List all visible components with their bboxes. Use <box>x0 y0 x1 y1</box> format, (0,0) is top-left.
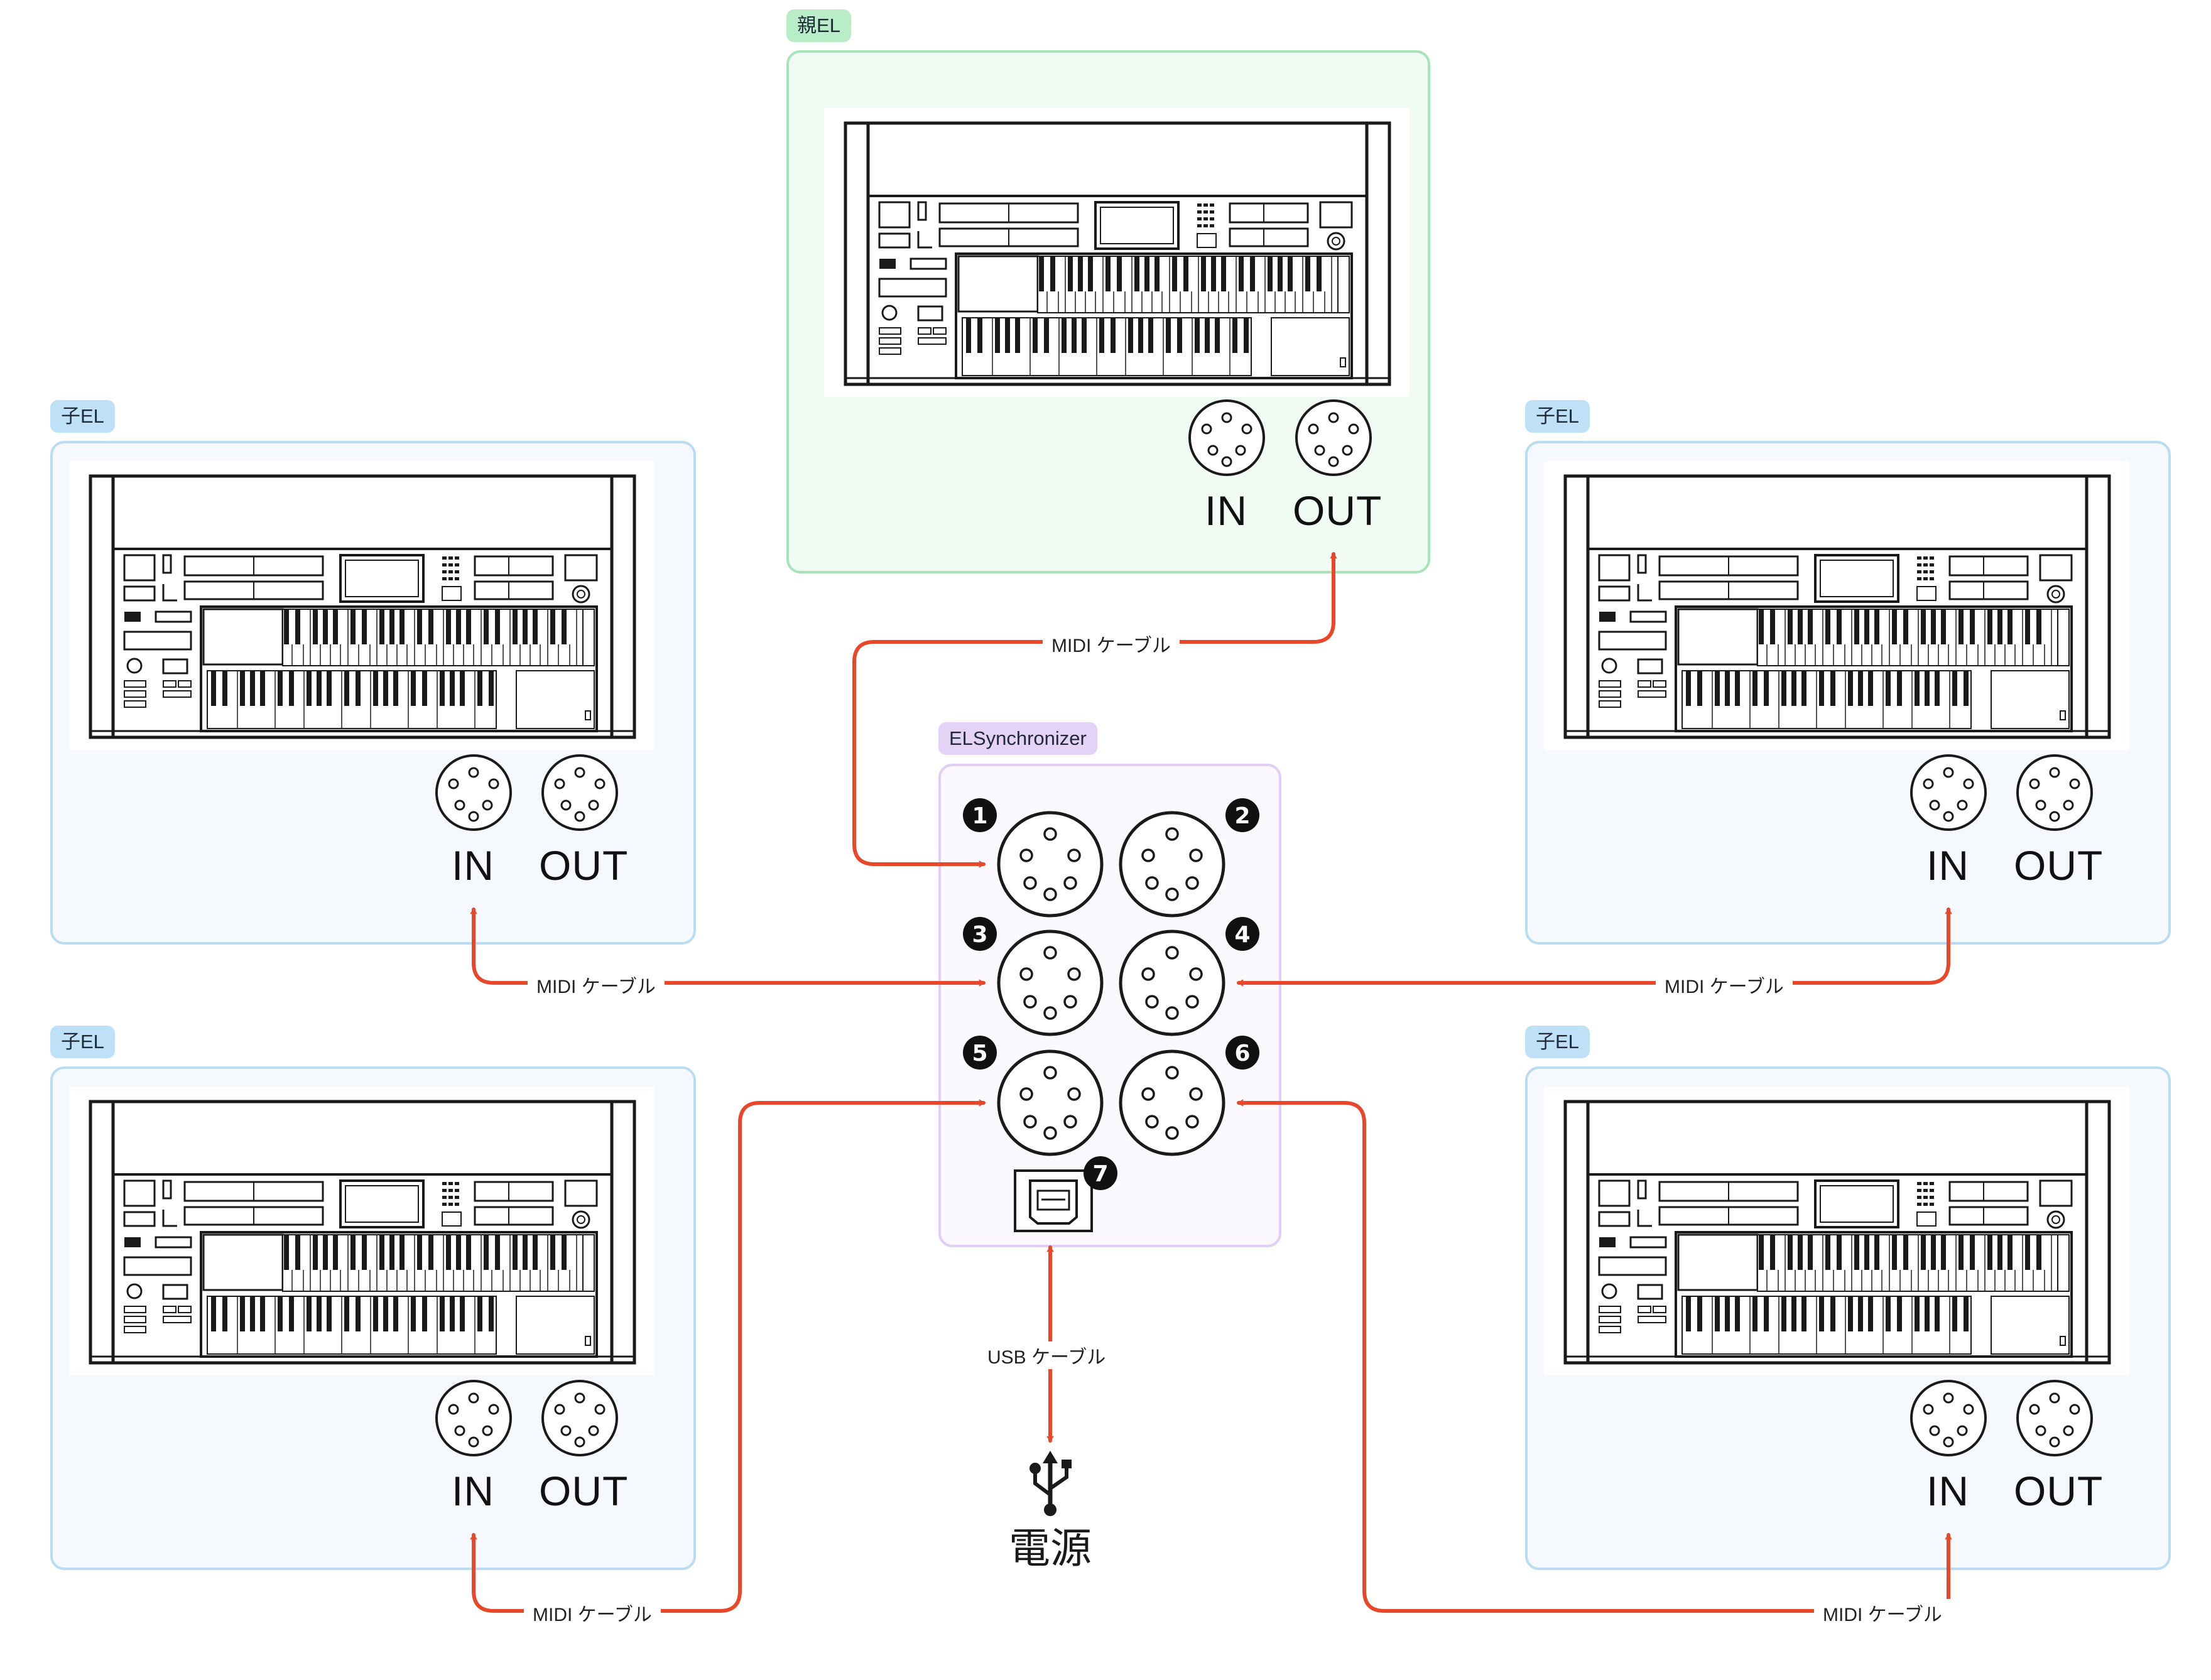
port-badge-7-label: 7 <box>1092 1161 1108 1187</box>
child-midi-in-jack-bottom-right <box>1910 1380 1987 1456</box>
port-badge-2-label: 2 <box>1234 803 1250 829</box>
port-badge-6-label: 6 <box>1234 1041 1250 1066</box>
child-el-tag-top-right: 子EL <box>1525 400 1590 433</box>
port-badge-4-label: 4 <box>1234 922 1250 948</box>
child-top-right-in-label: IN <box>1926 842 1969 889</box>
cable-port-6-to-child-bottom-right <box>1237 1099 1952 1613</box>
child-organ-illustration-bottom-left <box>69 1087 655 1375</box>
parent-midi-in-jack <box>1188 399 1265 476</box>
cable-label-bottom-right: MIDI ケーブル <box>1814 1599 1951 1627</box>
child-top-right-out-label: OUT <box>2014 842 2104 889</box>
cable-port-5-to-child-bottom-left <box>470 1099 986 1613</box>
sync-port-2 <box>1121 813 1224 916</box>
parent-out-label: OUT <box>1293 487 1383 534</box>
child-midi-out-jack-top-left <box>541 754 618 831</box>
child-el-tag-bottom-right: 子EL <box>1525 1026 1590 1058</box>
child-bottom-right-in-label: IN <box>1926 1468 1969 1514</box>
sync-usb-b-port <box>1014 1169 1093 1232</box>
cable-port-3-to-child-top-left <box>470 908 986 987</box>
cable-label-top-right: MIDI ケーブル <box>1656 971 1793 999</box>
child-bottom-left-out-label: OUT <box>539 1468 629 1514</box>
parent-el-tag: 親EL <box>786 9 851 42</box>
power-label: 電源 <box>1009 1525 1092 1571</box>
cable-label-top-left: MIDI ケーブル <box>528 971 665 999</box>
parent-organ-illustration <box>824 108 1410 397</box>
parent-midi-out-jack <box>1295 399 1372 476</box>
sync-port-6 <box>1121 1051 1224 1154</box>
child-midi-out-jack-bottom-left <box>541 1380 618 1456</box>
parent-in-label: IN <box>1205 487 1247 534</box>
child-top-left-out-label: OUT <box>539 842 629 889</box>
child-organ-illustration-bottom-right <box>1544 1087 2129 1375</box>
cable-port-4-to-child-top-right <box>1237 908 1952 987</box>
child-el-tag-bottom-left: 子EL <box>50 1026 115 1058</box>
child-midi-out-jack-bottom-right <box>2016 1380 2093 1456</box>
child-organ-illustration-top-right <box>1544 461 2129 750</box>
child-midi-out-jack-top-right <box>2016 754 2093 831</box>
child-midi-in-jack-bottom-left <box>435 1380 512 1456</box>
port-badge-5-label: 5 <box>972 1041 987 1066</box>
sync-port-1 <box>999 813 1102 916</box>
child-midi-in-jack-top-right <box>1910 754 1987 831</box>
child-top-left-in-label: IN <box>452 842 494 889</box>
child-organ-illustration-top-left <box>69 461 655 750</box>
port-badge-1-label: 1 <box>972 803 987 829</box>
sync-port-5 <box>999 1051 1102 1154</box>
port-badge-7 <box>1084 1156 1117 1190</box>
cable-label-parent: MIDI ケーブル <box>1043 630 1180 658</box>
cable-label-usb: USB ケーブル <box>979 1341 1115 1369</box>
child-bottom-right-out-label: OUT <box>2014 1468 2104 1514</box>
child-midi-in-jack-top-left <box>435 754 512 831</box>
port-badge-3-label: 3 <box>972 922 987 948</box>
usb-icon <box>1029 1451 1072 1516</box>
port-badge-6 <box>1225 1036 1259 1070</box>
port-badge-5 <box>963 1036 997 1070</box>
cable-parent-to-port-1 <box>852 552 1337 868</box>
child-bottom-left-in-label: IN <box>452 1468 494 1514</box>
sync-port-3 <box>999 931 1102 1034</box>
child-el-tag-top-left: 子EL <box>50 400 115 433</box>
sync-port-4 <box>1121 931 1224 1034</box>
cable-label-bottom-left: MIDI ケーブル <box>524 1599 661 1627</box>
